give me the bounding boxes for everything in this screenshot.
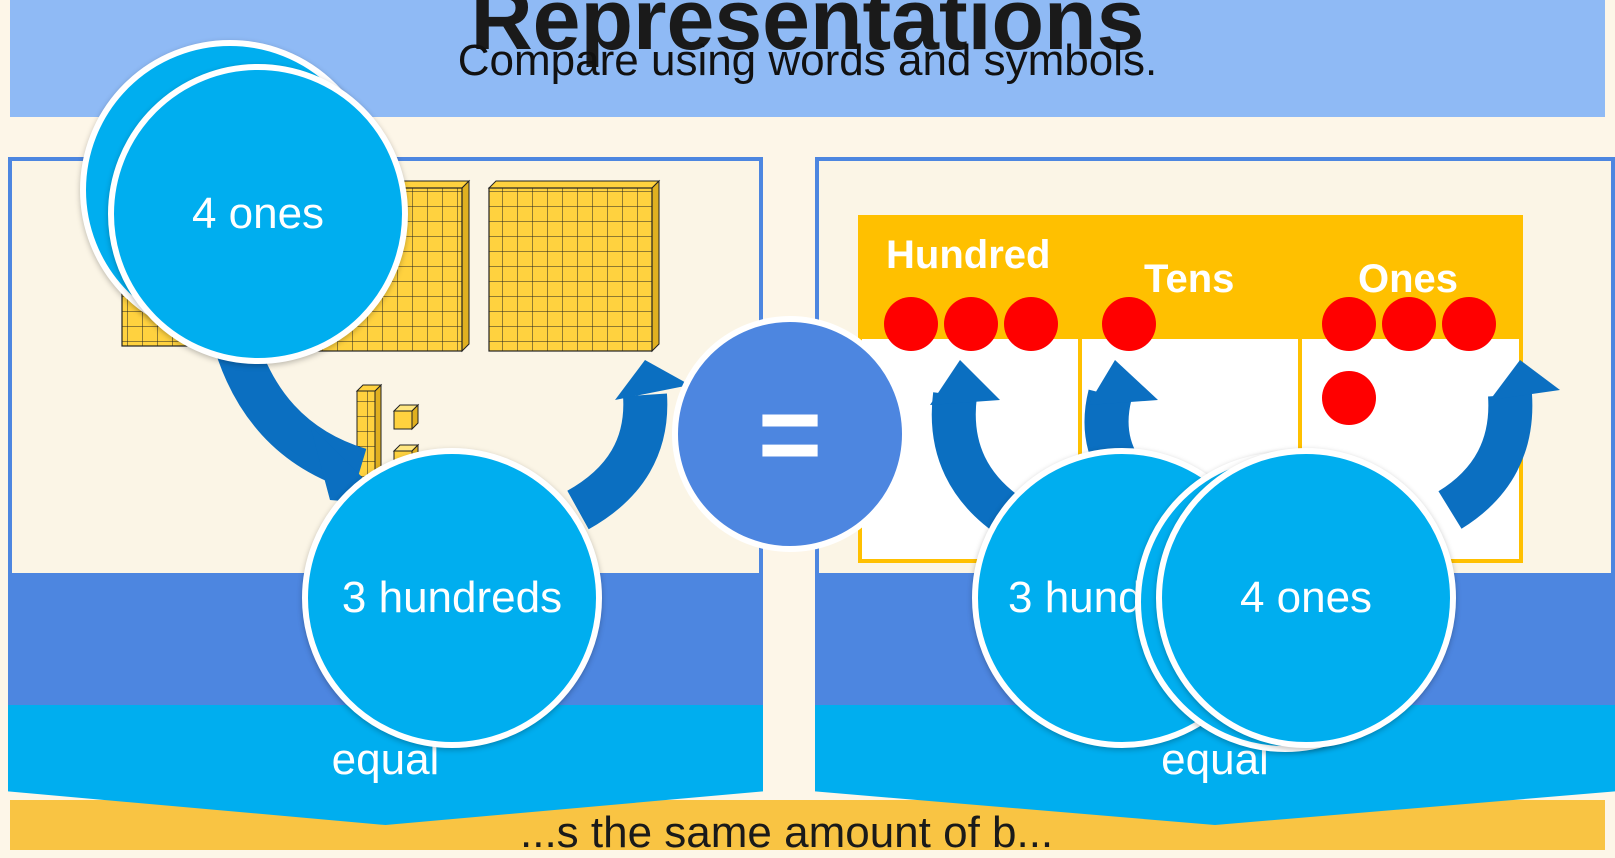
slide-subtitle: Compare using words and symbols. <box>457 36 1158 85</box>
hundreds-label: Hundred <box>886 233 1051 277</box>
arrowhead-right-1 <box>930 360 1000 405</box>
arrowhead-left-up <box>615 360 690 400</box>
ones-dot <box>1382 297 1436 351</box>
bubble-text: 3 hund <box>1008 573 1143 622</box>
bubble-3-hundreds-left[interactable]: 3 hundreds <box>302 448 602 748</box>
hundreds-dot <box>1004 297 1058 351</box>
arrowhead-right-3 <box>1490 360 1560 400</box>
hundred-flat-3 <box>487 179 661 353</box>
bottom-caption: ...s the same amount of b... <box>520 808 1054 857</box>
bubble-4-ones-right[interactable]: 4 ones <box>1156 448 1456 748</box>
ones-label: Ones <box>1358 257 1459 301</box>
hundreds-dot <box>944 297 998 351</box>
arrow-left-up <box>566 393 668 530</box>
ones-dot <box>1322 297 1376 351</box>
unit-cube-1 <box>392 403 420 431</box>
equals-symbol: = <box>672 316 908 552</box>
arrowhead-right-2 <box>1088 360 1158 405</box>
bubble-text: 4 ones <box>191 189 325 238</box>
bubble-4-ones-left[interactable]: 4 ones <box>108 64 408 364</box>
ones-dot <box>1442 297 1496 351</box>
hundreds-dot <box>884 297 938 351</box>
slide-title: Representations <box>470 0 1145 68</box>
arrow-right-3 <box>1437 393 1533 529</box>
tens-dot <box>1102 297 1156 351</box>
bubble-text: 4 ones <box>1239 573 1373 622</box>
bubble-text: 3 hundreds <box>341 573 563 622</box>
chart-divider-1 <box>1078 339 1082 559</box>
ones-dot <box>1322 371 1376 425</box>
tens-label: Tens <box>1144 257 1235 301</box>
